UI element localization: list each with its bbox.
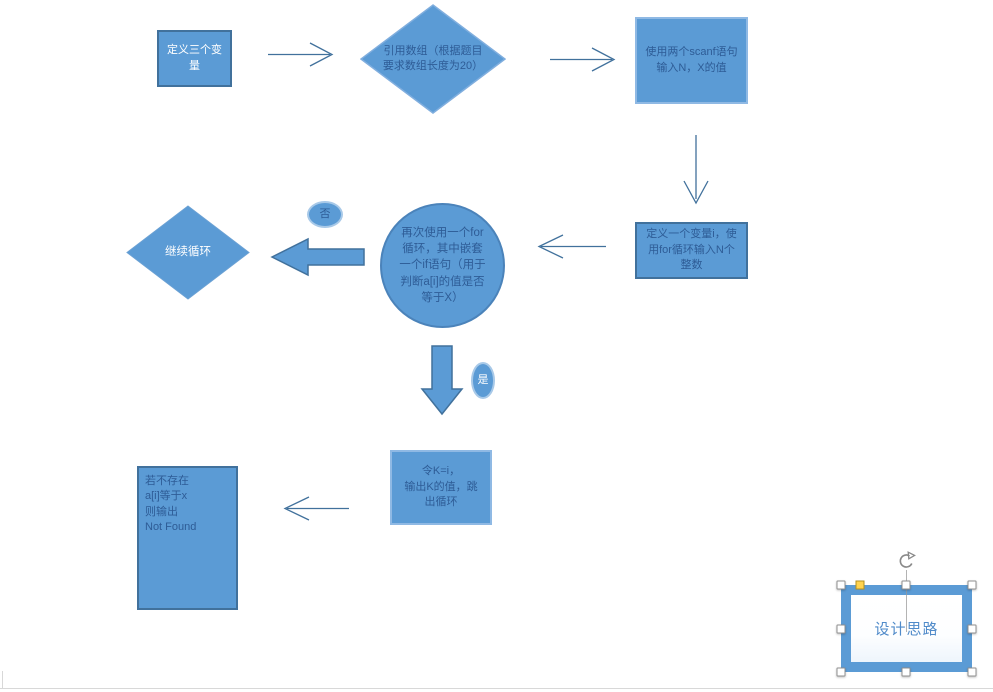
flow-process-nested-if[interactable]: 再次使用一个for 循环，其中嵌套 一个if语句（用于 判断a[i]的值是否 等… <box>380 203 505 328</box>
rotate-handle-icon[interactable] <box>896 551 917 572</box>
flow-step-scanf-label: 使用两个scanf语句 输入N，X的值 <box>645 46 738 74</box>
flow-label-yes[interactable]: 是 <box>471 362 495 399</box>
connector-arrow-right-2[interactable] <box>548 44 618 75</box>
flow-label-no[interactable]: 否 <box>307 201 343 228</box>
selection-handle-bottom-left[interactable] <box>836 667 846 677</box>
connector-arrow-right-1[interactable] <box>266 39 336 70</box>
flow-step-define-vars[interactable]: 定义三个变 量 <box>157 30 232 87</box>
flow-process-nested-if-label: 再次使用一个for 循环，其中嵌套 一个if语句（用于 判断a[i]的值是否 等… <box>399 226 486 304</box>
selection-handle-top-right[interactable] <box>967 580 977 590</box>
flow-label-no-text: 否 <box>319 207 331 220</box>
connector-arrow-down-1[interactable] <box>679 133 713 206</box>
flow-step-scanf[interactable]: 使用两个scanf语句 输入N，X的值 <box>635 17 748 104</box>
connector-arrow-left-2[interactable] <box>279 493 353 524</box>
connector-arrow-left-1[interactable] <box>531 231 611 262</box>
flow-step-for-input[interactable]: 定义一个变量i，使 用for循环输入N个 整数 <box>635 222 748 279</box>
flow-decision-continue[interactable]: 继续循环 <box>126 205 250 300</box>
block-arrow-left[interactable] <box>268 236 368 278</box>
flow-decision-array-label: 引用数组（根据题目 要求数组长度为20） <box>382 44 484 72</box>
page-bottom-edge <box>0 688 993 689</box>
textbox-design-idea-label: 设计思路 <box>874 618 938 639</box>
selection-handle-top-left[interactable] <box>836 580 846 590</box>
selection-handle-mid-right[interactable] <box>967 624 977 634</box>
flow-decision-continue-label: 继续循环 <box>165 246 211 259</box>
flow-label-yes-text: 是 <box>477 373 489 386</box>
flow-decision-array[interactable]: 引用数组（根据题目 要求数组长度为20） <box>359 4 507 114</box>
rotate-handle-stem <box>906 570 907 632</box>
flow-step-not-found-label: 若不存在 a[i]等于x 则输出 Not Found <box>145 475 197 534</box>
page-left-edge-tick <box>2 671 3 688</box>
flow-step-for-input-label: 定义一个变量i，使 用for循环输入N个 整数 <box>646 228 737 272</box>
flow-step-define-vars-label: 定义三个变 量 <box>167 44 222 72</box>
diamond-shape <box>359 4 507 114</box>
selection-handle-bottom-right[interactable] <box>967 667 977 677</box>
diamond-shape <box>126 205 250 300</box>
adjust-handle[interactable] <box>855 580 865 590</box>
flow-step-output-k[interactable]: 令K=i， 输出K的值，跳 出循环 <box>390 450 492 525</box>
selection-handle-top-center[interactable] <box>901 580 911 590</box>
flow-step-output-k-label: 令K=i， 输出K的值，跳 出循环 <box>404 465 478 509</box>
selection-handle-bottom-center[interactable] <box>901 667 911 677</box>
flow-step-not-found[interactable]: 若不存在 a[i]等于x 则输出 Not Found <box>137 466 238 610</box>
block-arrow-down[interactable] <box>419 344 465 417</box>
selection-handle-mid-left[interactable] <box>836 624 846 634</box>
